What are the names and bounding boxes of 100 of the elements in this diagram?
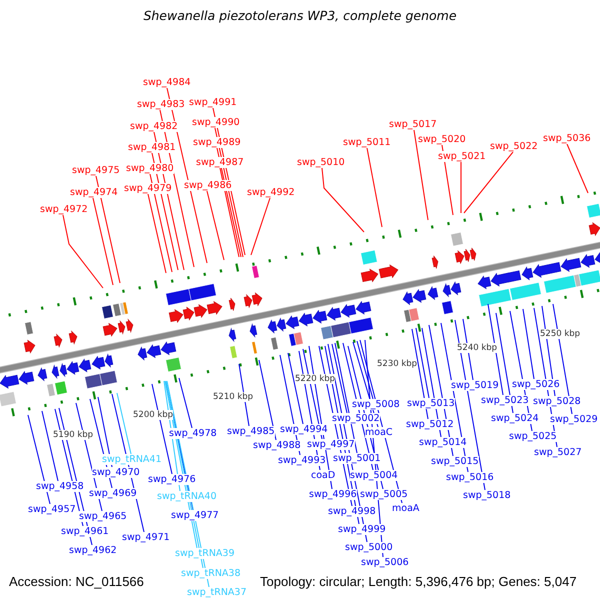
- gene-label: swp_4975: [72, 165, 120, 176]
- gene-label: swp_4996: [309, 489, 357, 500]
- gene-label: swp_5028: [533, 396, 581, 407]
- leader-line: [414, 130, 428, 220]
- gene-label: swp_4989: [193, 137, 241, 148]
- gene-label: swp_4997: [307, 439, 355, 450]
- gene-label: swp_4982: [130, 121, 178, 132]
- scale-label: 5240 kbp: [457, 343, 498, 353]
- gene-label: swp_tRNA40: [157, 491, 217, 502]
- leader-line: [488, 304, 504, 396]
- leader-line: [332, 344, 348, 414]
- leader-line: [152, 384, 172, 474]
- title: Shewanella piezotolerans WP3, complete genome: [142, 8, 458, 23]
- gene-label: swp_4984: [143, 77, 191, 88]
- gene-label: coaD: [311, 470, 336, 481]
- gene-label: swp_4991: [189, 97, 237, 108]
- gene-label: swp_4993: [278, 455, 326, 466]
- leader-line: [288, 352, 304, 424]
- gene-label: swp_4987: [196, 157, 244, 168]
- leader-line: [416, 328, 430, 398]
- leader-line: [460, 162, 462, 214]
- gene-label: swp_5019: [451, 380, 499, 391]
- gene-label: swp_5000: [345, 542, 393, 553]
- gene-label: swp_4978: [169, 428, 217, 439]
- gene-label: swp_4958: [36, 481, 84, 492]
- leader-line: [206, 190, 224, 260]
- gene-label: swp_4985: [227, 426, 275, 437]
- scale-label: 5190 kbp: [53, 430, 94, 440]
- scale-label: 5230 kbp: [377, 359, 418, 369]
- gene-label: swp_4972: [40, 204, 88, 215]
- gene-label: swp_4979: [124, 183, 172, 194]
- gene-label: swp_4999: [338, 524, 386, 535]
- leader-line: [42, 410, 58, 482]
- leader-line: [258, 360, 276, 440]
- leader-line: [178, 378, 192, 428]
- gene-label: swp_5024: [491, 413, 539, 424]
- gene-label: swp_4994: [280, 424, 328, 435]
- gene-label: moaA: [392, 503, 420, 514]
- gene-label: swp_4986: [184, 180, 232, 191]
- gene-label: swp_4965: [79, 511, 127, 522]
- gene-label: moaC: [365, 427, 393, 438]
- leader-line: [116, 392, 132, 454]
- gene-label: swp_5011: [343, 137, 391, 148]
- leader-line: [496, 312, 514, 414]
- gene-label: swp_4971: [122, 532, 170, 543]
- gene-label: swp_5004: [350, 470, 398, 481]
- leader-line: [62, 214, 104, 288]
- gene-label: swp_5022: [490, 141, 538, 152]
- gene-label: swp_5016: [446, 472, 494, 483]
- gene-label: swp_4998: [328, 506, 376, 517]
- leader-line: [566, 144, 588, 194]
- gene-label: swp_tRNA41: [102, 454, 162, 465]
- leader-line: [356, 340, 374, 400]
- gene-label: swp_5006: [361, 557, 409, 568]
- gene-label: swp_4969: [89, 488, 137, 499]
- gene-label: swp_5036: [543, 133, 591, 144]
- gene-label: swp_5015: [431, 456, 479, 467]
- gene-label: swp_4992: [247, 187, 295, 198]
- leader-line: [334, 342, 358, 454]
- gene-label: swp_5025: [509, 431, 557, 442]
- gene-label: swp_4977: [171, 510, 219, 521]
- gene-label: swp_4990: [192, 117, 240, 128]
- gene-label: swp_5012: [406, 419, 454, 430]
- gene-label: swp_5026: [512, 379, 560, 390]
- leader-line: [322, 168, 364, 232]
- leader-line: [28, 414, 50, 504]
- gene-label: swp_5002: [332, 413, 380, 424]
- gene-label: swp_5001: [333, 453, 381, 464]
- leader-line: [150, 174, 172, 272]
- leader-line: [148, 194, 166, 274]
- accession-text: Accession: NC_011566: [9, 574, 144, 589]
- leader-line: [464, 152, 514, 214]
- gene-label: swp_4976: [148, 474, 196, 485]
- scale-label: 5200 kbp: [133, 410, 174, 420]
- gene-label: swp_5027: [534, 447, 582, 458]
- gene-label: swp_4962: [69, 545, 117, 556]
- gene-label: swp_5017: [389, 119, 437, 130]
- gene-label: swp_4980: [126, 163, 174, 174]
- leader-line: [98, 396, 112, 468]
- gene-label: swp_5014: [419, 437, 467, 448]
- leader-line: [442, 144, 454, 216]
- leader-line: [366, 148, 382, 228]
- leader-line: [220, 168, 240, 258]
- leader-line: [250, 198, 270, 256]
- gene-label: swp_5008: [352, 399, 400, 410]
- leader-line: [522, 308, 534, 380]
- leader-line: [96, 176, 120, 284]
- leader-line: [412, 328, 428, 420]
- scale-label: 5250 kbp: [540, 329, 580, 339]
- gene-label: swp_5023: [481, 395, 529, 406]
- gene-label: swp_5021: [438, 151, 486, 162]
- gene-label: swp_tRNA37: [187, 587, 247, 598]
- gene-label: swp_4974: [70, 187, 118, 198]
- gene-label: swp_5010: [297, 157, 345, 168]
- gene-label: swp_tRNA38: [181, 568, 241, 579]
- gene-label: swp_5013: [407, 398, 455, 409]
- scale-label: 5210 kbp: [213, 392, 254, 402]
- gene-label: swp_4983: [137, 99, 185, 110]
- gene-label: swp_5018: [463, 490, 511, 501]
- gene-label: swp_4957: [28, 504, 76, 515]
